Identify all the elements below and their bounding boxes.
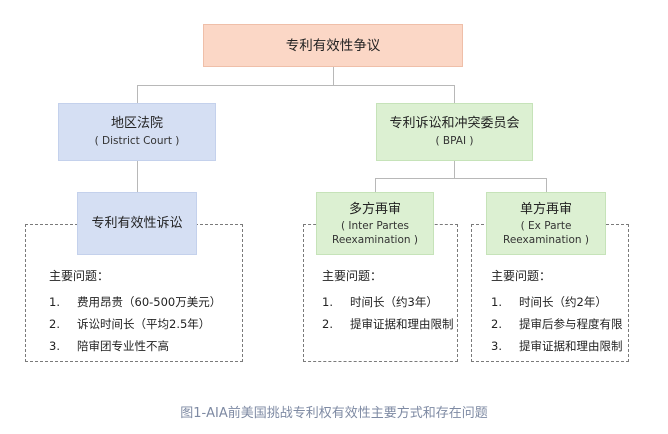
issue-item: 1.时间长（约2年） [491, 295, 607, 309]
issue-item: 3.提审证据和理由限制 [491, 339, 623, 353]
connector-mid-horizontal [375, 178, 547, 180]
issue-item: 2.诉讼时间长（平均2.5年） [49, 317, 211, 331]
litigation-label: 专利有效性诉讼 [91, 215, 183, 231]
issue-item: 2.提审证据和理由限制 [322, 317, 454, 331]
ex-parte-issues-panel: 主要问题： 1.时间长（约2年） 2.提审后参与程度有限 3.提审证据和理由限制 [471, 224, 629, 362]
issue-item: 1.费用昂贵（60-500万美元） [49, 295, 222, 309]
ex-parte-node: 单方再审 ( Ex Parte Reexamination ) [486, 192, 606, 255]
connector-to-district [137, 85, 139, 103]
inter-partes-node: 多方再审 ( Inter Partes Reexamination ) [316, 192, 434, 255]
bpai-sub: ( BPAI ) [435, 135, 474, 147]
root-node: 专利有效性争议 [203, 24, 463, 67]
ex-parte-label: 单方再审 [519, 201, 572, 217]
connector-to-bpai [454, 85, 456, 103]
ex-parte-sub1: ( Ex Parte [520, 219, 572, 232]
inter-partes-sub2: Reexamination ) [332, 233, 418, 246]
connector-root-down [333, 67, 335, 86]
litigation-issues-panel: 主要问题： 1.费用昂贵（60-500万美元） 2.诉讼时间长（平均2.5年） … [25, 224, 243, 362]
bpai-node: 专利诉讼和冲突委员会 ( BPAI ) [376, 103, 533, 161]
connector-bpai-down [454, 161, 456, 179]
district-court-node: 地区法院 ( District Court ) [58, 103, 216, 161]
issue-item: 2.提审后参与程度有限 [491, 317, 623, 331]
ex-parte-sub2: Reexamination ) [503, 233, 589, 246]
bpai-label: 专利诉讼和冲突委员会 [389, 116, 520, 131]
connector-top-horizontal [137, 85, 455, 87]
district-court-label: 地区法院 [110, 116, 163, 131]
issue-item: 3.陪审团专业性不高 [49, 339, 169, 353]
district-court-sub: ( District Court ) [94, 135, 180, 147]
issues-title: 主要问题： [491, 269, 552, 283]
connector-to-inter-partes [375, 178, 377, 192]
inter-partes-issues-panel: 主要问题： 1.时间长（约3年） 2.提审证据和理由限制 [303, 224, 458, 362]
issues-title: 主要问题： [49, 269, 110, 283]
root-node-label: 专利有效性争议 [285, 37, 381, 54]
figure-caption: 图1-AIA前美国挑战专利权有效性主要方式和存在问题 [180, 406, 488, 421]
inter-partes-sub1: ( Inter Partes [340, 219, 410, 232]
connector-to-ex-parte [546, 178, 548, 192]
issues-title: 主要问题： [322, 269, 383, 283]
litigation-node: 专利有效性诉讼 [77, 192, 197, 255]
inter-partes-label: 多方再审 [348, 201, 401, 217]
issue-item: 1.时间长（约3年） [322, 295, 438, 309]
connector-district-down [137, 161, 139, 192]
